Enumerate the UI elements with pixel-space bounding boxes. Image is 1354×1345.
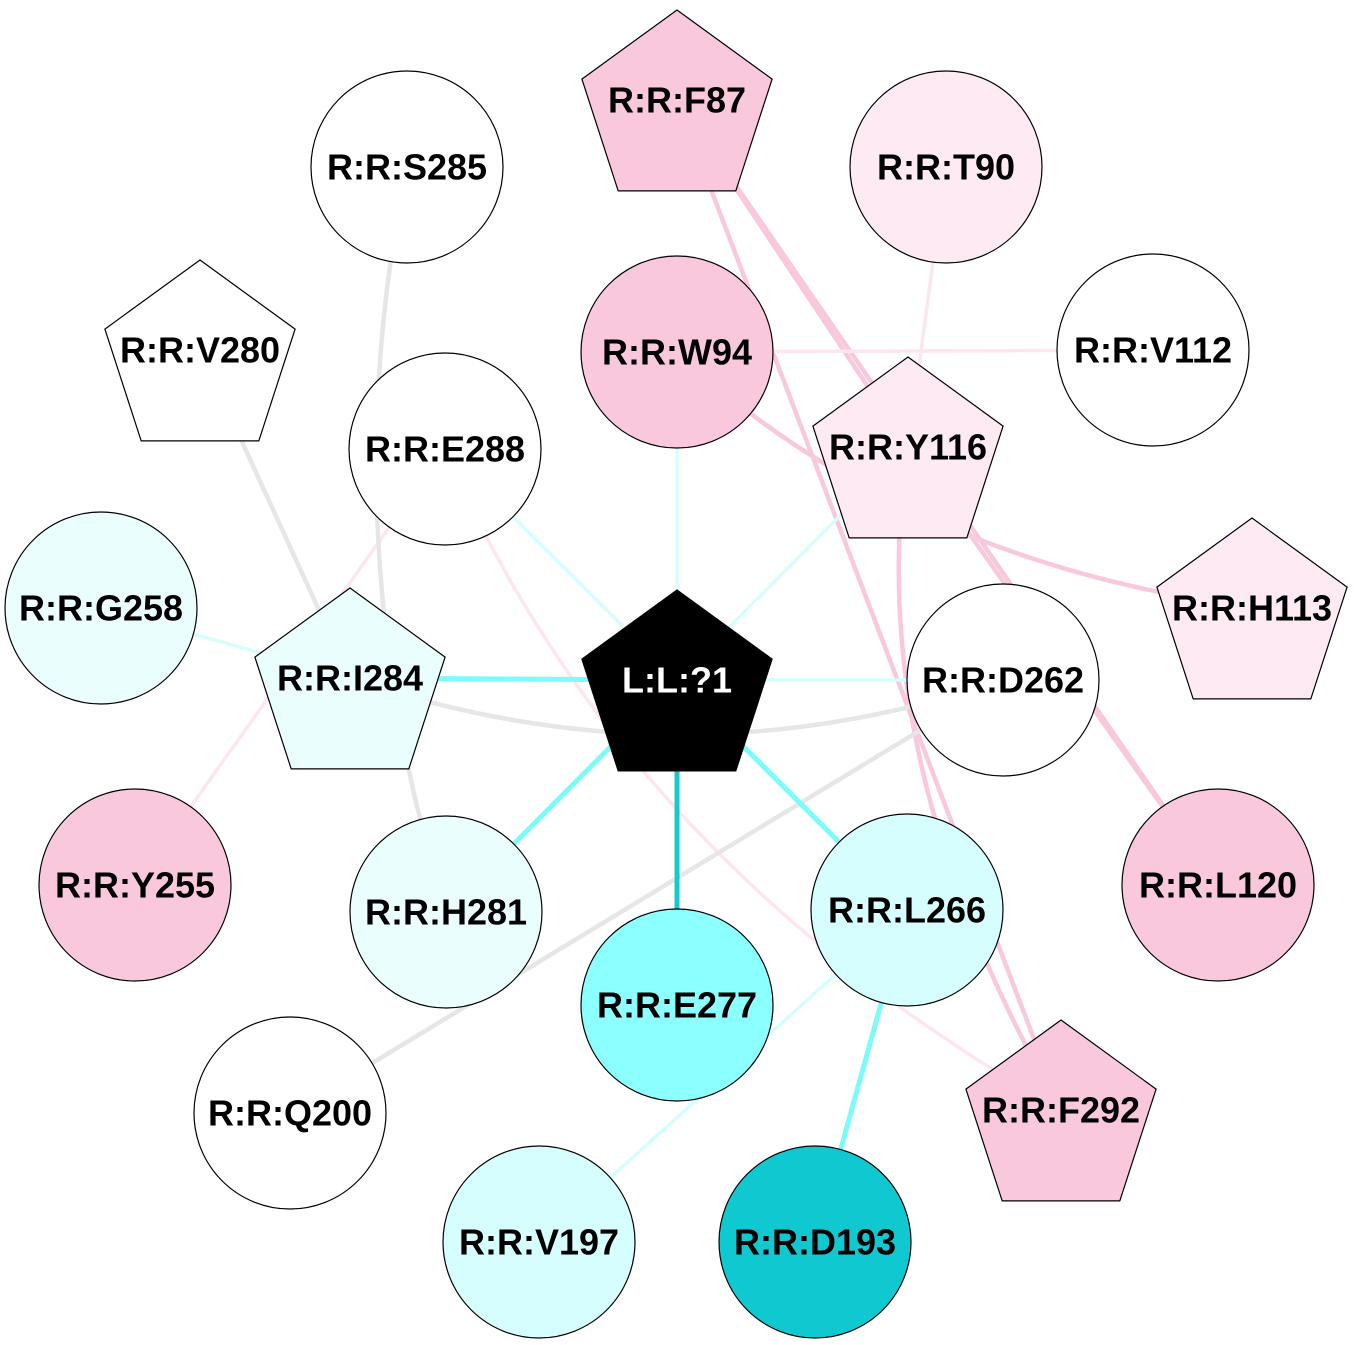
node-r-r-d193: R:R:D193 <box>718 1145 912 1339</box>
node-label: R:R:W94 <box>602 332 752 373</box>
node-r-r-f292: R:R:F292 <box>965 1019 1157 1202</box>
node-label: R:R:S285 <box>327 147 487 188</box>
node-label: R:R:H281 <box>365 892 527 933</box>
node-r-r-v280: R:R:V280 <box>104 259 296 442</box>
node-r-r-d262: R:R:D262 <box>906 583 1100 777</box>
node-r-r-t90: R:R:T90 <box>849 70 1043 264</box>
pentagon-node-shape <box>254 587 446 770</box>
pentagon-node-shape <box>1156 517 1348 700</box>
node-label: R:R:V197 <box>459 1222 619 1263</box>
node-label: R:R:L120 <box>1139 865 1297 906</box>
node-r-r-q200: R:R:Q200 <box>193 1016 387 1210</box>
circle-node-shape <box>442 1145 636 1339</box>
circle-node-shape <box>1056 253 1250 447</box>
edge-r-r-s285-to-r-r-h281 <box>374 164 449 915</box>
pentagon-node-shape <box>812 356 1004 539</box>
circle-node-shape <box>718 1145 912 1339</box>
node-r-r-e288: R:R:E288 <box>348 352 542 546</box>
node-label: R:R:Y116 <box>829 427 987 468</box>
pentagon-node-shape <box>965 1019 1157 1202</box>
pentagon-node-shape <box>581 9 773 192</box>
circle-node-shape <box>349 815 543 1009</box>
edge-r-r-d262-to-r-r-q200 <box>287 677 1006 1116</box>
node-r-r-l120: R:R:L120 <box>1121 788 1315 982</box>
circle-node-shape <box>580 255 774 449</box>
node-label: R:R:Q200 <box>208 1093 372 1134</box>
node-label: R:R:F87 <box>608 80 746 121</box>
circle-node-shape <box>1121 788 1315 982</box>
edge-r-r-e288-to-r-r-f292 <box>443 447 1063 1112</box>
circle-node-shape <box>348 352 542 546</box>
node-label: R:R:G258 <box>19 588 183 629</box>
node-label: R:R:E277 <box>597 985 757 1026</box>
circle-node-shape <box>906 583 1100 777</box>
circle-node-shape <box>38 788 232 982</box>
node-label: R:R:T90 <box>877 147 1015 188</box>
node-label: R:R:E288 <box>365 429 525 470</box>
circle-node-shape <box>810 813 1004 1007</box>
node-r-r-g258: R:R:G258 <box>4 511 198 705</box>
node-r-r-v112: R:R:V112 <box>1056 253 1250 447</box>
node-r-r-l266: R:R:L266 <box>810 813 1004 1007</box>
node-r-r-h113: R:R:H113 <box>1156 517 1348 700</box>
node-r-r-y255: R:R:Y255 <box>38 788 232 982</box>
circle-node-shape <box>849 70 1043 264</box>
circle-node-shape <box>580 908 774 1102</box>
node-r-r-y116: R:R:Y116 <box>812 356 1004 539</box>
node-label: R:R:I284 <box>277 658 423 699</box>
node-r-r-w94: R:R:W94 <box>580 255 774 449</box>
node-label: R:R:L266 <box>828 890 986 931</box>
circle-node-shape <box>310 70 504 264</box>
circle-node-shape <box>193 1016 387 1210</box>
node-label: R:R:H113 <box>1172 588 1332 629</box>
node-r-r-i284: R:R:I284 <box>254 587 446 770</box>
node-label: R:R:F292 <box>982 1090 1140 1131</box>
circle-node-shape <box>4 511 198 705</box>
node-r-r-e277: R:R:E277 <box>580 908 774 1102</box>
node-label: R:R:D262 <box>922 660 1084 701</box>
node-label: R:R:Y255 <box>55 865 215 906</box>
node-label: R:R:V112 <box>1074 330 1232 371</box>
node-r-r-s285: R:R:S285 <box>310 70 504 264</box>
pentagon-node-shape <box>581 589 773 772</box>
node-label: R:R:V280 <box>120 330 280 371</box>
node-r-r-f87: R:R:F87 <box>581 9 773 192</box>
pentagon-node-shape <box>104 259 296 442</box>
node-r-r-h281: R:R:H281 <box>349 815 543 1009</box>
node-r-r-v197: R:R:V197 <box>442 1145 636 1339</box>
node-label: R:R:D193 <box>734 1222 896 1263</box>
node-l-l-1: L:L:?1 <box>581 589 773 772</box>
node-label: L:L:?1 <box>622 660 732 701</box>
